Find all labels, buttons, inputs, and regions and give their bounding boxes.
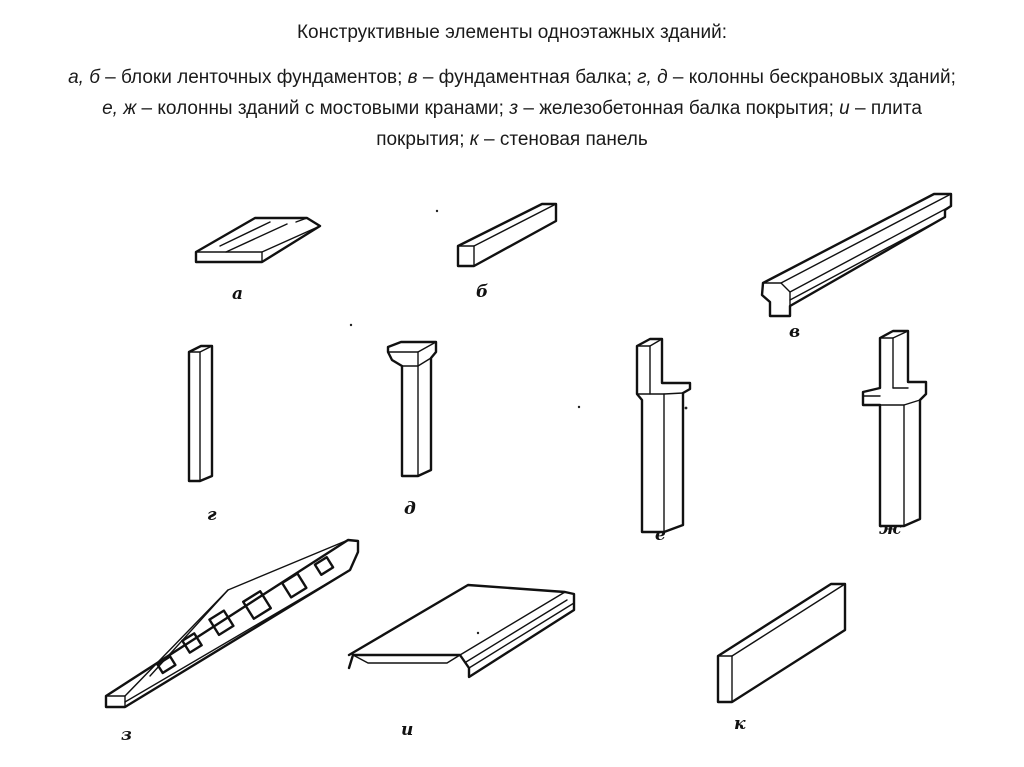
- label-a: а: [232, 284, 243, 304]
- foundation-beam-v: [760, 192, 953, 318]
- crane-column-e: [577, 337, 692, 534]
- label-g: г: [207, 505, 217, 525]
- column-d: [349, 323, 438, 478]
- caption-part: к: [469, 129, 479, 150]
- label-b: б: [476, 282, 488, 302]
- roof-slab-i: [347, 583, 576, 679]
- label-z: з: [121, 725, 132, 745]
- label-zh: ж: [879, 519, 902, 539]
- diagram-title: Конструктивные элементы одноэтажных здан…: [296, 22, 727, 43]
- caption-part: з: [509, 98, 519, 119]
- caption-part: – плита покрытия;: [376, 98, 922, 150]
- foundation-block-a: [194, 216, 322, 264]
- roof-beam-z: [104, 538, 360, 709]
- caption-part: е, ж: [102, 98, 137, 119]
- wall-panel-k: [716, 582, 847, 704]
- label-e: е: [655, 525, 666, 545]
- column-g: [187, 344, 214, 483]
- label-v: в: [789, 322, 800, 342]
- caption-part: – блоки ленточных фундаментов;: [99, 67, 408, 88]
- caption-part: – железобетонная балка покрытия;: [518, 98, 840, 119]
- label-d: д: [404, 499, 416, 519]
- caption-part: – колонны бескрановых зданий;: [667, 67, 956, 88]
- label-k: к: [734, 714, 746, 734]
- crane-column-zh: [861, 329, 928, 528]
- caption-part: – фундаментная балка;: [417, 67, 638, 88]
- caption-part: – стеновая панель: [478, 129, 648, 150]
- caption-part: – колонны зданий с мостовыми кранами;: [136, 98, 510, 119]
- caption-part: и: [839, 98, 850, 119]
- caption-part: г, д: [637, 67, 668, 88]
- diagram-caption: а, б – блоки ленточных фундаментов; в – …: [60, 62, 964, 155]
- caption-part: а, б: [68, 67, 100, 88]
- caption-part: в: [407, 67, 418, 88]
- foundation-block-b: [435, 202, 558, 268]
- label-i: и: [401, 720, 413, 740]
